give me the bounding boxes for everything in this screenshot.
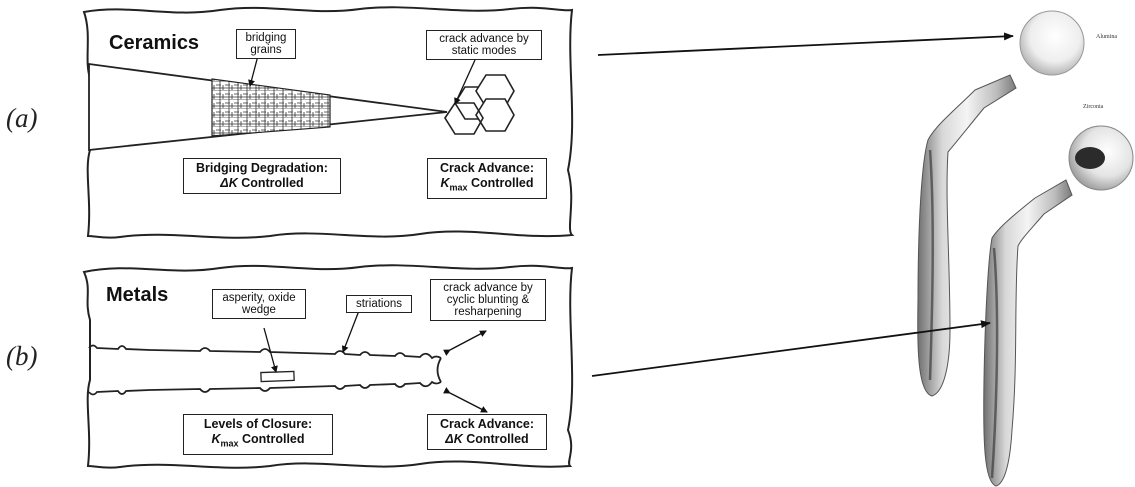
max-subscript: max [449, 182, 468, 193]
femoral-stem-upper [917, 74, 1017, 397]
controlled-text: Controlled [467, 176, 534, 190]
crack-cyclic-line2: cyclic blunting & [446, 294, 530, 306]
asperity-pointer [263, 327, 278, 373]
crack-advance-a-box: Crack Advance: Kmax Controlled [427, 158, 547, 199]
bridging-grains-label: bridging grains [236, 29, 296, 59]
crack-advance-a-line2: Kmax Controlled [431, 176, 543, 196]
panel-b-wavy-border [82, 264, 574, 469]
bridging-degradation-line2: ΔK Controlled [187, 176, 337, 191]
crack-advance-b-box: Crack Advance: ΔK Controlled [427, 414, 547, 450]
ceramics-title: Ceramics [109, 32, 200, 54]
asperity-wedge [260, 370, 295, 383]
zirconia-label: Zirconia [1083, 104, 1104, 110]
max-subscript: max [220, 438, 239, 449]
alumina-label: Alumina [1096, 34, 1117, 40]
arrow-to-alumina-ball [597, 32, 1014, 56]
crack-cyclic-label: crack advance by cyclic blunting & resha… [430, 279, 546, 321]
crack-cyclic-line1: crack advance by [443, 282, 533, 294]
controlled-text: Controlled [237, 176, 304, 190]
static-modes-pointer [454, 59, 476, 105]
striations-label: striations [346, 295, 412, 313]
levels-of-closure-box: Levels of Closure: Kmax Controlled [183, 414, 333, 455]
blunted-crack-tip [436, 357, 442, 383]
crack-static-modes-label: crack advance by static modes [426, 30, 542, 60]
bridging-grains-line1: bridging [245, 32, 287, 44]
controlled-text: Controlled [238, 432, 305, 446]
bridging-grains-line2: grains [250, 44, 282, 56]
bridging-degradation-line1: Bridging Degradation: [196, 161, 328, 175]
asperity-line2: wedge [242, 304, 276, 316]
alumina-ball [1019, 10, 1085, 76]
crack-static-line1: crack advance by [439, 33, 529, 45]
hip-implants [591, 10, 1134, 487]
metals-title: Metals [106, 284, 169, 306]
crack-advance-a-line1: Crack Advance: [439, 161, 535, 175]
bridging-degradation-box: Bridging Degradation: ΔK Controlled [183, 158, 341, 194]
panel-b-metals [82, 264, 574, 469]
metal-crack-lower-flank [88, 380, 442, 396]
asperity-line1: asperity, oxide [222, 292, 296, 304]
crack-advance-b-line2: ΔK Controlled [431, 432, 543, 447]
delta-k-symbol: ΔK [220, 176, 238, 190]
k-symbol: K [440, 176, 450, 190]
panel-a-ceramics [82, 6, 575, 239]
panel-letter-a: (a) [6, 103, 38, 133]
delta-k-symbol: ΔK [445, 432, 463, 446]
levels-of-closure-line1: Levels of Closure: [203, 417, 313, 431]
metal-crack-upper-flank [88, 344, 442, 360]
crack-cyclic-line3: resharpening [454, 306, 522, 318]
panel-letter-b: (b) [6, 341, 38, 371]
levels-of-closure-line2: Kmax Controlled [187, 432, 329, 452]
crack-static-line2: static modes [451, 45, 517, 57]
striations-pointer [341, 307, 361, 353]
zirconia-ball-bore [1075, 147, 1105, 169]
cyclic-opening-arrows [443, 330, 488, 413]
controlled-text: Controlled [462, 432, 529, 446]
k-symbol: K [211, 432, 221, 446]
femoral-stem-lower [983, 179, 1073, 487]
panel-a-wavy-border [82, 6, 575, 239]
crack-advance-b-line1: Crack Advance: [439, 417, 535, 431]
asperity-oxide-label: asperity, oxide wedge [212, 289, 306, 319]
arrow-to-lower-stem [591, 320, 991, 377]
bridging-grains-zone [211, 78, 331, 137]
grain-hexagons [444, 74, 515, 135]
